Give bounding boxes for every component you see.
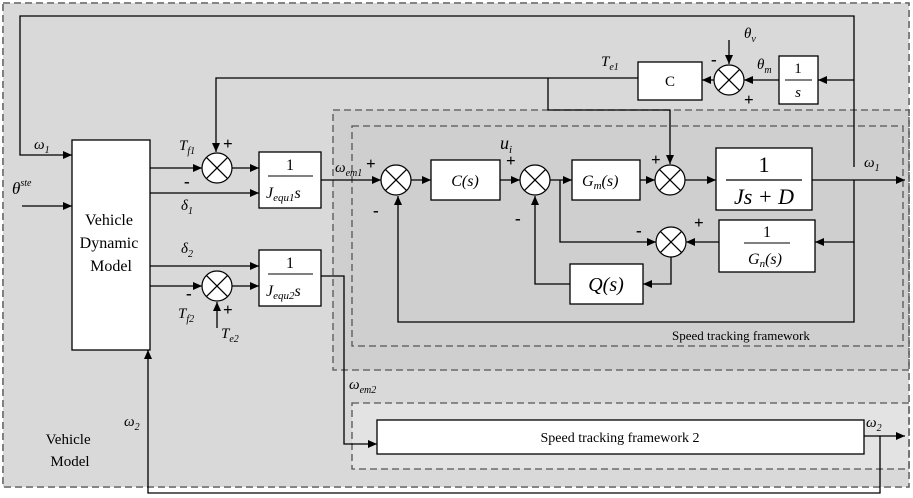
label-delta1: δ1: [181, 198, 193, 217]
sign-minus: -: [636, 221, 642, 240]
label-omega1-in: ω1: [34, 137, 50, 156]
vdm-line-3: Model: [90, 258, 132, 275]
svg-text:s: s: [795, 85, 801, 101]
gn-block: 1 Gn(s): [718, 219, 816, 273]
sign-minus: -: [711, 50, 717, 69]
jequ2-den: J: [266, 283, 274, 300]
sign-minus: -: [186, 284, 192, 303]
label-omega-em1: ωem1: [335, 160, 362, 179]
sign-minus: -: [373, 201, 379, 220]
qs-block: Q(s): [569, 263, 644, 305]
sum-5: [654, 164, 686, 196]
svg-text:Q(s): Q(s): [588, 274, 624, 296]
jequ2-block: 1 Jequ2s: [258, 249, 322, 307]
label-te2: Te2: [221, 326, 239, 345]
sign-plus: +: [694, 213, 704, 232]
label-tf2: Tf2: [178, 306, 194, 325]
jequ2-s: s: [295, 283, 301, 300]
label-theta-ste: θste: [12, 178, 32, 198]
svg-text:C: C: [665, 74, 675, 90]
sum-6: [655, 226, 687, 258]
svg-text:Gm(s): Gm(s): [582, 173, 618, 192]
sign-plus: +: [223, 300, 233, 319]
svg-text:1: 1: [794, 61, 802, 77]
svg-text:Js + D: Js + D: [734, 184, 794, 209]
label-omega1-out: ω1: [864, 155, 880, 174]
sign-labels: + - - + + - + - + - + - +: [184, 50, 754, 319]
label-te1: Te1: [601, 54, 619, 73]
speed-tracking-2-block: Speed tracking framework 2: [376, 419, 865, 455]
sum-4: [519, 164, 551, 196]
sign-plus: +: [506, 151, 516, 170]
gm-block: Gm(s): [571, 159, 641, 201]
arrowheads: [63, 55, 905, 448]
jequ1-s: s: [295, 185, 301, 202]
svg-text:C(s): C(s): [451, 173, 479, 190]
speed-tracking-inner-region: [351, 125, 904, 347]
label-delta2: δ2: [181, 241, 193, 260]
jequ1-block: 1 Jequ1s: [258, 151, 322, 209]
svg-text:1: 1: [759, 152, 770, 177]
sum-3: [380, 164, 412, 196]
jequ2-numerator: 1: [286, 255, 294, 272]
sign-minus: -: [515, 209, 521, 228]
svg-text:Speed tracking framework 2: Speed tracking framework 2: [541, 431, 700, 446]
sum-7: [713, 64, 745, 96]
label-omega2-left: ω2: [124, 414, 140, 433]
jequ2-sub: equ2: [273, 290, 295, 302]
vdm-line-1: Vehicle: [85, 212, 133, 229]
svg-text:Jequ1s: Jequ1s: [266, 185, 301, 204]
label-omega2-out: ω2: [866, 415, 882, 434]
cs-block: C(s): [430, 159, 501, 201]
label-ui: ui: [500, 133, 512, 156]
signal-labels: ω1 θste Tf1 δ1 δ2 Tf2 Te2 Te1 θv θm ωem1…: [12, 26, 882, 434]
speed-tracking-framework-label: Speed tracking framework: [672, 328, 810, 343]
vehicle-dynamic-model-block: Vehicle Dynamic Model: [71, 139, 151, 351]
plant-block: 1 Js + D: [715, 147, 813, 211]
label-theta-m: θm: [757, 57, 772, 76]
svg-text:Jequ2s: Jequ2s: [266, 283, 301, 302]
jequ1-numerator: 1: [286, 157, 294, 174]
sign-plus: +: [744, 90, 754, 109]
vehicle-model-label: Vehicle Model: [46, 432, 95, 470]
summing-junctions: [201, 64, 745, 302]
jequ1-sub: equ1: [273, 192, 294, 204]
sum-1: [201, 152, 233, 184]
integrator-block: 1 s: [778, 55, 819, 105]
label-theta-v: θv: [744, 26, 756, 45]
svg-text:Vehicle Dynamic Mo: Vehicle Dynamic Model: [80, 212, 143, 275]
sign-plus: +: [366, 154, 376, 173]
label-tf1: Tf1: [179, 138, 195, 157]
svg-text:1: 1: [763, 224, 771, 241]
sign-plus: +: [223, 134, 233, 153]
sign-plus: +: [651, 150, 661, 169]
sum-2: [201, 270, 233, 302]
vdm-line-2: Dynamic: [80, 235, 139, 252]
signal-wires: [19, 15, 905, 494]
c-block: C: [637, 61, 703, 101]
label-omega-em2: ωem2: [349, 377, 376, 396]
jequ1-den: J: [266, 185, 274, 202]
svg-text:Gn(s): Gn(s): [748, 251, 782, 270]
sign-minus: -: [184, 172, 190, 191]
